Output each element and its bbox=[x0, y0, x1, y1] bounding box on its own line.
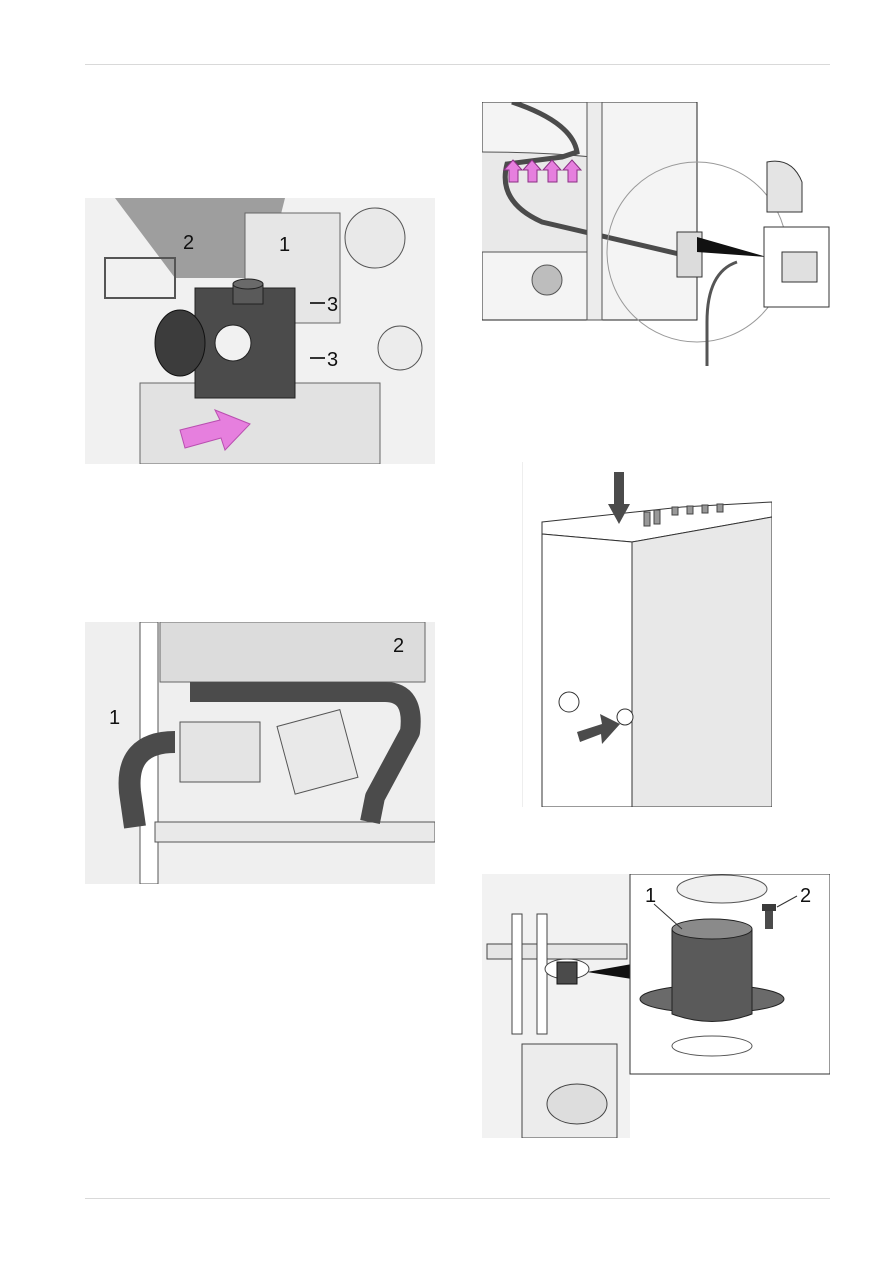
figure-sensor-housing: 2 1 3 3 bbox=[85, 198, 435, 464]
figure-hoses: 2 1 bbox=[85, 622, 435, 884]
header-rule bbox=[85, 64, 830, 65]
figure-cable-routing bbox=[482, 102, 830, 366]
label-3-upper: 3 bbox=[327, 294, 338, 316]
cable-routing-illustration bbox=[482, 102, 830, 366]
footer-rule bbox=[85, 1198, 830, 1199]
label-1: 1 bbox=[109, 707, 120, 729]
hoses-illustration: 2 1 bbox=[85, 622, 435, 884]
label-2: 2 bbox=[393, 635, 404, 657]
label-1: 1 bbox=[645, 885, 656, 907]
figure-pipe-connector: 1 2 bbox=[482, 874, 830, 1138]
sensor-housing-illustration: 2 1 3 3 bbox=[85, 198, 435, 464]
cabinet-illustration bbox=[522, 462, 772, 807]
label-2: 2 bbox=[800, 885, 811, 907]
label-3-lower: 3 bbox=[327, 349, 338, 371]
pipe-connector-illustration: 1 2 bbox=[482, 874, 830, 1138]
figure-cabinet bbox=[522, 462, 772, 807]
label-2: 2 bbox=[183, 232, 194, 254]
label-1: 1 bbox=[279, 234, 290, 256]
